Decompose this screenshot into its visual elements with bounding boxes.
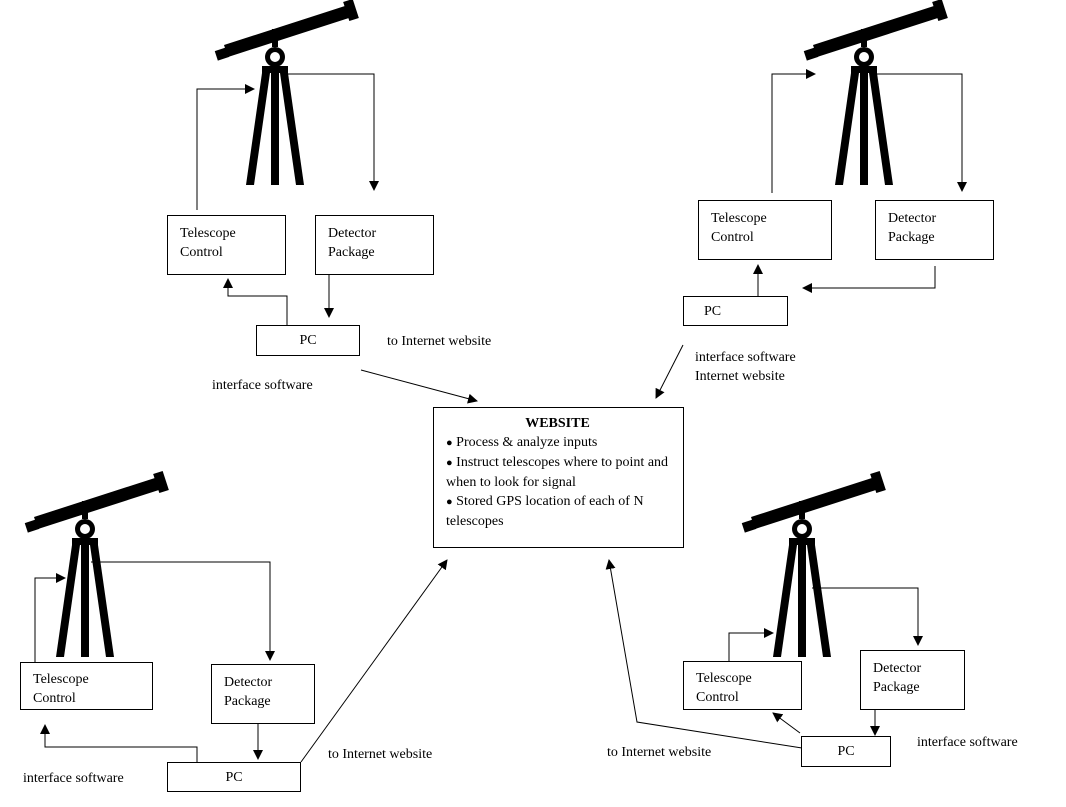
- connector-tl-scope-to-detector: [281, 73, 379, 191]
- connector-bl-control-to-scope: [34, 573, 66, 662]
- connector-bl-pc-to-control: [40, 724, 198, 762]
- website-item: ● Process & analyze inputs: [446, 433, 673, 453]
- software-label: interface software: [212, 378, 313, 393]
- telescope-icon-top-left: [214, 0, 359, 185]
- connector-br-control-to-scope: [728, 628, 774, 661]
- pc-box: PC: [801, 736, 891, 767]
- website-item: ● Stored GPS location of each of N teles…: [446, 492, 673, 531]
- connector-br-pc-to-control: [772, 712, 801, 734]
- software-label: interface software: [23, 771, 124, 786]
- pc-label: PC: [704, 304, 722, 319]
- telescope-icon-bottom-left: [24, 470, 169, 657]
- website-item-text: Stored GPS location of each of N telesco…: [446, 494, 644, 529]
- connector-br-to-website: [605, 559, 803, 749]
- connector-tr-control-to-scope: [771, 69, 816, 193]
- connector-tl-control-to-scope: [196, 84, 255, 210]
- software-label: interface software: [917, 735, 1018, 750]
- connector-tr-scope-to-detector: [870, 73, 967, 192]
- connector-tl-to-website: [360, 369, 478, 404]
- pc-box: PC: [167, 762, 301, 792]
- internet-label: to Internet website: [607, 745, 712, 760]
- connector-br-scope-to-detector: [812, 587, 923, 646]
- website-title: WEBSITE: [525, 416, 590, 431]
- website-box: WEBSITE ● Process & analyze inputs ● Ins…: [433, 407, 684, 548]
- bullet-icon: ●: [446, 457, 453, 469]
- bullet-icon: ●: [446, 437, 453, 449]
- website-item-text: Process & analyze inputs: [456, 435, 598, 450]
- connector-tl-pc-to-control: [223, 278, 288, 325]
- telescope-icon-top-right: [803, 0, 948, 185]
- website-item: ● Instruct telescopes where to point and…: [446, 453, 673, 492]
- pc-box: PC: [256, 325, 360, 356]
- connector-tr-to-website: [655, 344, 684, 399]
- website-item-text: Instruct telescopes where to point and w…: [446, 455, 669, 490]
- telescope-icon-bottom-right: [741, 470, 886, 657]
- bullet-icon: ●: [446, 496, 453, 508]
- pc-box: PC: [683, 296, 788, 326]
- connector-bl-scope-to-detector: [91, 561, 275, 661]
- connector-bl-to-website: [300, 559, 448, 763]
- internet-label: to Internet website: [328, 747, 433, 762]
- internet-label: to Internet website: [387, 334, 492, 349]
- connector-tr-detector-to-pc: [802, 266, 936, 293]
